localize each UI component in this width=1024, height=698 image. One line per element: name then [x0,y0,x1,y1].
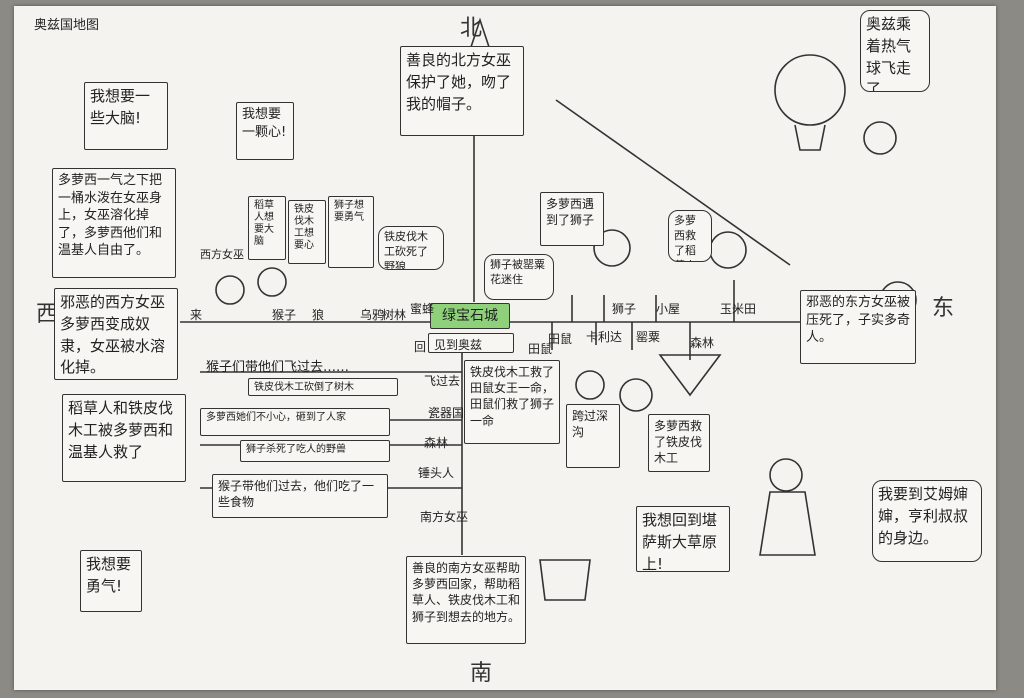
tin-want-note: 铁皮伐木工想要心 [288,200,326,264]
dorothy-tin-note: 多萝西救了铁皮伐木工 [648,414,710,472]
dorothy-em-note: 我要到艾姆婶婶，亨利叔叔的身边。 [872,480,982,562]
tin-cut-tree-note: 铁皮伐木工砍死了野狼 [378,226,444,270]
north-witch-note: 善良的北方女巫保护了她，吻了我的帽子。 [400,46,524,136]
place-china: 瓷器国 [428,406,465,420]
place-flyroad: 飞过去 [424,374,461,388]
place-come: 来 [190,308,203,322]
lion-kill-note: 狮子杀死了吃人的野兽 [240,440,390,462]
dorothy-water-note: 多萝西一气之下把一桶水泼在女巫身上，女巫溶化掉了，多萝西他们和温基人自由了。 [52,168,176,278]
witch-west-face-icon [215,275,245,305]
want-heart-note: 我想要一颗心! [236,102,294,160]
place-farm: 玉米田 [720,302,757,316]
want-courage-note: 我想要勇气! [80,550,142,612]
place-south: 南方女巫 [420,510,469,524]
place-house: 小屋 [656,302,681,316]
scarecrow-face-icon [709,231,747,269]
tree-icon [658,354,722,397]
place-hammer: 锤头人 [418,466,455,480]
balloon-note: 奥兹乘着热气球飞走了 [860,10,930,92]
north-label: 北 [460,16,483,41]
east-witch-note: 邪恶的东方女巫被压死了，子实多奇人。 [800,290,916,364]
south-witch-crown-icon [539,559,591,601]
monkeys-fly-label: 猴子们带他们飞过去…… [206,360,350,375]
east-label: 东 [932,296,955,321]
tin-cut-note: 铁皮伐木工砍倒了树木 [248,378,398,396]
place-back: 回 [414,340,427,354]
tin-save-note: 铁皮伐木工救了田鼠女王一命，田鼠们救了狮子一命 [464,360,560,444]
balloon-arrow [555,99,791,266]
place-bee: 蜜蜂 [410,302,435,316]
tin-help-note: 稻草人和铁皮伐木工被多萝西和温基人救了 [62,394,186,482]
place-monkey: 猴子 [272,308,297,322]
balloon-icon [774,54,846,126]
tin-face-icon [619,378,653,412]
witch-hat-label: 西方女巫 [200,248,244,261]
dorothy-scarecrow-note: 多萝西救了稻草人 [668,210,712,262]
south-witch-note: 善良的南方女巫帮助多萝西回家，帮助稻草人、铁皮伐木工和狮子到想去的地方。 [406,556,526,644]
place-forest2: 森林 [424,436,449,450]
south-label: 南 [470,661,493,686]
want-brain-note: 我想要一些大脑! [84,82,168,150]
dorothy-lion-note: 多萝西遇到了狮子 [540,192,604,246]
monkey-face-icon [257,267,287,297]
dorothy-face-icon [769,458,803,492]
lion-face-icon [593,229,631,267]
scarecrow-want-note: 稻草人想要大脑 [248,196,286,260]
dorothy-rescue-note: 多萝西她们不小心，砸到了人家 [200,408,390,436]
place-chiuy: 卡利达 [586,330,623,344]
place-lion: 狮子 [612,302,637,316]
place-crow: 乌鸦 [360,308,385,322]
dorothy-dress-icon [759,491,816,556]
oz-face-icon [863,121,897,155]
place-wolf: 狼 [312,308,325,322]
west-label: 西 [36,302,59,327]
place-tree: 树林 [382,308,407,322]
lion-want-note: 狮子想要勇气 [328,196,374,268]
balloon-basket-icon [794,124,826,151]
wolf-face-icon [575,370,605,400]
map-title: 奥兹国地图 [34,18,100,33]
dorothy-home-note: 我想回到堪萨斯大草原上! [636,506,730,572]
emerald-city-label: 绿宝石城 [430,303,510,329]
place-poppy: 罂粟 [636,330,661,344]
monkey-food-note: 猴子带他们过去，他们吃了一些食物 [212,474,388,518]
west-witch-note: 邪恶的西方女巫多萝西变成奴隶，女巫被水溶化掉。 [54,288,178,380]
meet-oz-label: 见到奥兹 [428,333,514,353]
place-mice: 田鼠 [528,342,553,356]
place-forest: 森林 [690,336,715,350]
place-field-mouse: 田鼠 [548,332,573,346]
cross-ditch-note: 跨过深沟 [566,404,620,468]
field-mice-note: 狮子被罂粟花迷住 [484,254,554,300]
